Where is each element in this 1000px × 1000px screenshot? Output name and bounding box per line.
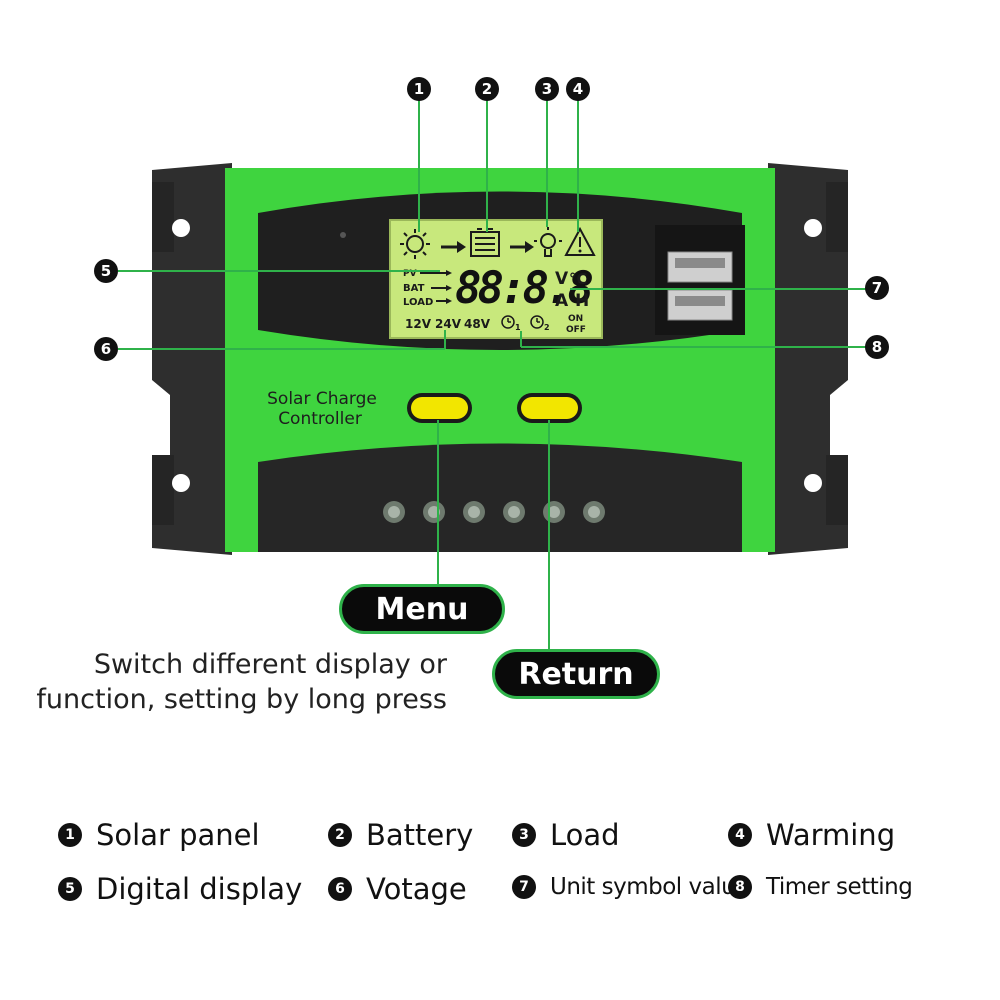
lcd-24v: 24V [435, 317, 462, 331]
lcd-display: PV BAT LOAD 88:8.8 V °C A H 12V 24V 48V … [389, 219, 603, 339]
legend-badge: 1 [58, 823, 82, 847]
legend-item-votage: 6 Votage [328, 872, 467, 906]
legend-label: Battery [366, 818, 474, 852]
timer-1-subscript: 1 [515, 323, 521, 332]
device-label-line2: Controller [278, 409, 362, 429]
mounting-hole [172, 219, 190, 237]
lcd-48v: 48V [464, 317, 491, 331]
callout-badge-4: 4 [566, 77, 590, 101]
callout-badge-8: 8 [865, 335, 889, 359]
legend-badge: 8 [728, 875, 752, 899]
lcd-pv-label: PV [403, 269, 417, 279]
lcd-unit-h: H [575, 291, 589, 311]
mounting-hole [804, 474, 822, 492]
legend-item-timer-setting: 8 Timer setting [728, 874, 913, 900]
lcd-12v: 12V [405, 317, 432, 331]
legend-label: Votage [366, 872, 467, 906]
menu-description-line2: function, setting by long press [36, 684, 447, 715]
lcd-unit-v: V [555, 269, 569, 289]
lcd-on-label: ON [568, 314, 583, 324]
callout-badge-1: 1 [407, 77, 431, 101]
lcd-off-label: OFF [566, 325, 586, 335]
legend-badge: 7 [512, 875, 536, 899]
return-button[interactable] [517, 393, 582, 423]
menu-label-pill: Menu [339, 584, 505, 634]
menu-button[interactable] [407, 393, 472, 423]
legend-badge: 4 [728, 823, 752, 847]
legend-label: Digital display [96, 872, 303, 906]
legend-label: Warming [766, 818, 896, 852]
callout-badge-6: 6 [94, 337, 118, 361]
terminal-block [258, 443, 742, 552]
timer-2-subscript: 2 [544, 323, 550, 332]
load-bulb-icon [534, 227, 562, 257]
legend-item-load: 3 Load [512, 818, 620, 852]
battery-icon [470, 228, 500, 257]
terminal-screws [383, 501, 605, 523]
menu-description-line1: Switch different display or [93, 649, 447, 680]
callout-badge-7: 7 [865, 276, 889, 300]
lcd-unit-celsius: °C [569, 270, 588, 288]
device-label-line1: Solar Charge [267, 389, 377, 409]
arrow-right-icon [441, 241, 466, 253]
legend-item-battery: 2 Battery [328, 818, 473, 852]
warning-icon [564, 226, 596, 256]
arrow-right-icon [510, 241, 534, 253]
legend-item-digital-display: 5 Digital display [58, 872, 302, 906]
callout-badge-2: 2 [475, 77, 499, 101]
callout-badge-3: 3 [535, 77, 559, 101]
legend-item-solar-panel: 1 Solar panel [58, 818, 260, 852]
callout-lines [118, 100, 868, 650]
menu-description: Switch different display or function, se… [36, 647, 447, 717]
legend-badge: 2 [328, 823, 352, 847]
return-label-pill: Return [492, 649, 660, 699]
timer-2-icon [530, 315, 544, 329]
mounting-hole [172, 474, 190, 492]
timer-1-icon [501, 315, 515, 329]
sensor-hole [340, 232, 346, 238]
legend-item-warming: 4 Warming [728, 818, 895, 852]
lcd-small-arrows [420, 272, 446, 302]
legend-item-unit-symbol: 7 Unit symbol value [512, 874, 749, 900]
legend-label: Solar panel [96, 818, 260, 852]
lcd-load-label: LOAD [403, 297, 433, 308]
lcd-unit-a: A [555, 291, 569, 311]
legend-badge: 3 [512, 823, 536, 847]
controller-body [152, 163, 848, 555]
legend-label: Load [550, 818, 620, 852]
legend-label: Timer setting [766, 874, 913, 900]
lcd-bat-label: BAT [403, 283, 425, 294]
legend-label: Unit symbol value [550, 874, 749, 900]
legend-badge: 6 [328, 877, 352, 901]
solar-panel-icon [400, 229, 430, 259]
legend-badge: 5 [58, 877, 82, 901]
callout-badge-5: 5 [94, 259, 118, 283]
mounting-hole [804, 219, 822, 237]
